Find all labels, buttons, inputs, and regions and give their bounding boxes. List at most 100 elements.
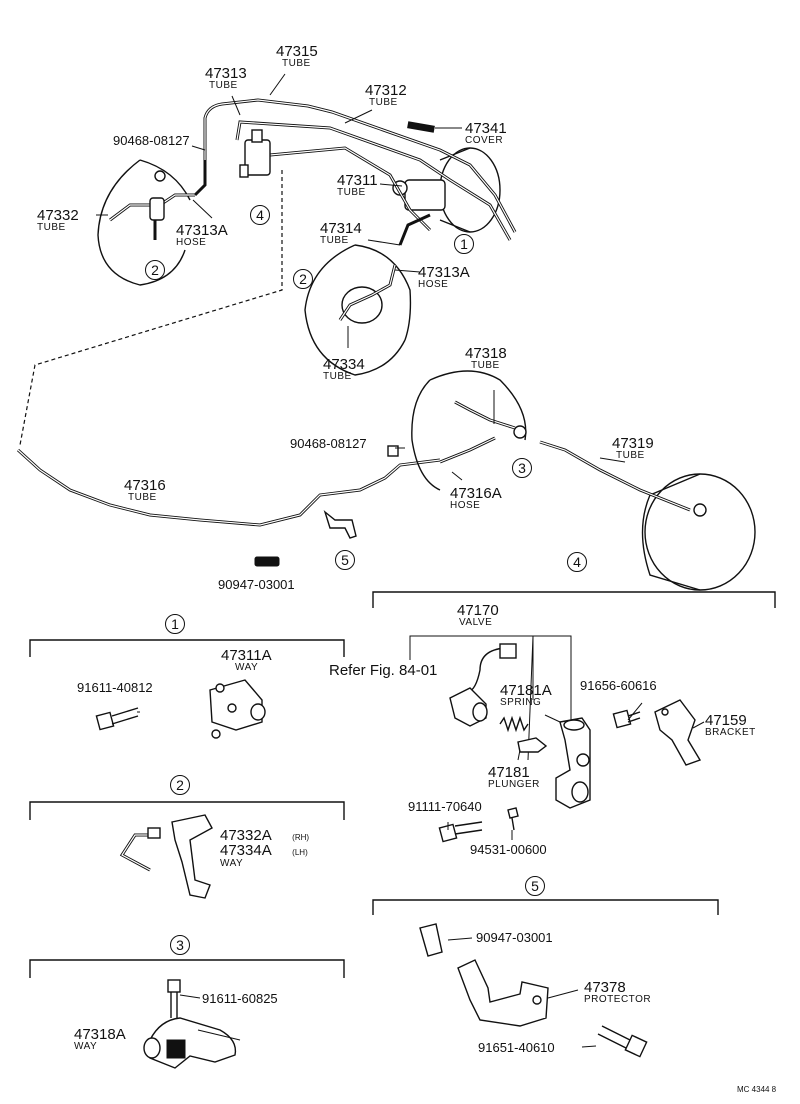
label-91611-60825: 91611-60825 <box>202 991 278 1006</box>
part-name: TUBE <box>37 222 66 233</box>
part-name: HOSE <box>418 279 449 290</box>
label-47332: 47332 TUBE <box>37 208 79 233</box>
part-name: WAY <box>220 858 244 869</box>
bolt-91651-40610 <box>597 1025 648 1058</box>
bracket-47159 <box>654 699 702 766</box>
part-name: BRACKET <box>705 727 756 738</box>
part-note: (LH) <box>292 848 308 857</box>
part-number: 47313 <box>205 65 247 82</box>
label-47332A: 47332A (RH) <box>220 828 309 844</box>
label-90947-03001-s5: 90947-03001 <box>476 930 553 945</box>
part-name: TUBE <box>323 371 352 382</box>
protector-47378 <box>457 959 549 1027</box>
bolt-91611-40812 <box>95 707 139 731</box>
label-91656-60616: 91656-60616 <box>580 678 657 693</box>
part-name: SPRING <box>500 697 542 708</box>
part-number: 47313A <box>176 222 228 239</box>
label-47315: 47315 TUBE <box>276 44 318 69</box>
way-47332A <box>119 814 213 899</box>
label-90947-03001-mid: 90947-03001 <box>218 577 295 592</box>
clip-90947-03001 <box>419 923 443 957</box>
plunger-47181 <box>517 737 548 753</box>
part-number: 47316A <box>450 485 502 502</box>
label-47181A: 47181A SPRING <box>500 683 552 708</box>
section-5: 5 <box>525 876 545 896</box>
section-1: 1 <box>165 614 185 634</box>
part-number: 47334 <box>323 356 365 373</box>
callout-3-mid: 3 <box>512 458 532 478</box>
front-disc-right <box>304 244 412 376</box>
label-47159: 47159 BRACKET <box>705 713 756 738</box>
part-note: (RH) <box>292 833 310 842</box>
label-47313: 47313 TUBE <box>205 66 247 91</box>
label-47319: 47319 TUBE <box>612 436 654 461</box>
part-number: 47181A <box>500 682 552 699</box>
label-47311A: 47311A WAY <box>221 648 272 673</box>
section-2: 2 <box>170 775 190 795</box>
part-name: HOSE <box>450 500 481 511</box>
label-47313A-top: 47313A HOSE <box>176 223 228 248</box>
brake-booster <box>392 147 501 233</box>
label-91111-70640: 91111-70640 <box>408 799 482 814</box>
part-name: TUBE <box>616 450 645 461</box>
part-name: TUBE <box>209 80 238 91</box>
part-number: 47334A <box>220 842 272 859</box>
part-number: 47314 <box>320 220 362 237</box>
callout-4-top: 4 <box>250 205 270 225</box>
part-name: COVER <box>465 135 504 146</box>
part-number: 47318A <box>74 1026 126 1043</box>
part-number: 47318 <box>465 345 507 362</box>
part-name: HOSE <box>176 237 207 248</box>
part-name: VALVE <box>459 617 493 628</box>
label-47334: 47334 TUBE <box>323 357 365 382</box>
part-name: WAY <box>235 662 259 673</box>
bolt-91656-60616 <box>612 709 641 729</box>
label-47181: 47181 PLUNGER <box>488 765 540 790</box>
part-name: TUBE <box>282 58 311 69</box>
callout-1-top: 1 <box>454 234 474 254</box>
label-refer-fig: Refer Fig. 84-01 <box>329 662 438 679</box>
part-number: 47332 <box>37 207 79 224</box>
part-name: TUBE <box>128 492 157 503</box>
part-number: 47311 <box>337 172 378 189</box>
part-number: 47378 <box>584 979 626 996</box>
part-name: PROTECTOR <box>584 994 652 1005</box>
label-90468-08127-mid: 90468-08127 <box>290 436 367 451</box>
part-number: 47311A <box>221 647 272 664</box>
callout-2-mid: 2 <box>293 269 313 289</box>
proportioning-valve-top <box>239 129 271 178</box>
label-47334A: 47334A (LH) WAY <box>220 843 308 869</box>
label-94531-00600: 94531-00600 <box>470 842 547 857</box>
part-name: PLUNGER <box>488 779 540 790</box>
part-number: 47316 <box>124 477 166 494</box>
label-47311: 47311 TUBE <box>337 173 378 198</box>
part-number: 47332A <box>220 827 272 844</box>
spring-47181A <box>499 715 529 733</box>
rear-drum-right <box>539 440 756 591</box>
bolt-91111-70640 <box>438 821 483 843</box>
part-name: TUBE <box>369 97 398 108</box>
callout-2-left: 2 <box>145 260 165 280</box>
part-number: 47159 <box>705 712 747 729</box>
label-47170: 47170 VALVE <box>457 603 499 628</box>
part-name: TUBE <box>337 187 366 198</box>
part-number: 47181 <box>488 764 530 781</box>
way-47318A <box>143 979 237 1069</box>
way-47311A <box>209 679 266 739</box>
label-91611-40812: 91611-40812 <box>77 680 153 695</box>
label-47316: 47316 TUBE <box>124 478 166 503</box>
label-90468-08127-top: 90468-08127 <box>113 133 190 148</box>
part-name: TUBE <box>320 235 349 246</box>
callout-4-mid: 4 <box>567 552 587 572</box>
part-number: 47341 <box>465 120 507 137</box>
part-number: 47313A <box>418 264 470 281</box>
part-number: 47312 <box>365 82 407 99</box>
rear-drum-left <box>411 370 527 491</box>
part-number: 47315 <box>276 43 318 60</box>
label-47314: 47314 TUBE <box>320 221 362 246</box>
section-3: 3 <box>170 935 190 955</box>
screw-94531-00600 <box>507 807 519 831</box>
callout-5-mid: 5 <box>335 550 355 570</box>
label-47316A: 47316A HOSE <box>450 486 502 511</box>
